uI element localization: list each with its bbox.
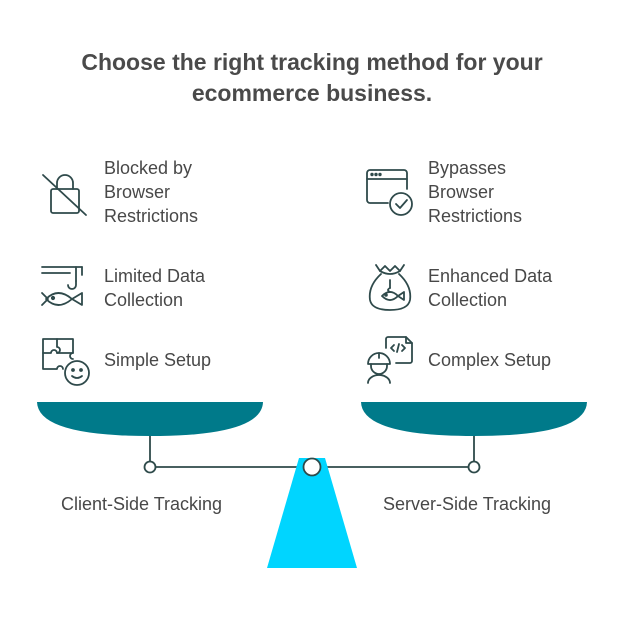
right-pan xyxy=(361,402,587,436)
fulcrum xyxy=(267,458,357,568)
page-title: Choose the right tracking method for you… xyxy=(0,47,624,109)
title-line-1: Choose the right tracking method for you… xyxy=(81,49,543,75)
server-side-tracking-label: Server-Side Tracking xyxy=(383,494,552,514)
browser-check-icon xyxy=(364,167,416,219)
item-line: Limited Data xyxy=(104,266,206,286)
left-joint xyxy=(143,460,157,474)
item-line: Browser xyxy=(104,182,171,202)
item-enhanced-data-collection: Enhanced Data Collection xyxy=(428,264,552,312)
developer-code-icon xyxy=(364,334,416,386)
item-line: Browser xyxy=(428,182,495,202)
item-line: Restrictions xyxy=(428,206,523,226)
item-blocked-by-browser-restrictions: Blocked by Browser Restrictions xyxy=(104,156,198,228)
title-line-2: ecommerce business. xyxy=(191,80,433,106)
item-line: Collection xyxy=(104,290,184,310)
puzzle-smile-icon xyxy=(40,336,92,388)
item-line: Simple Setup xyxy=(104,350,212,370)
right-joint xyxy=(467,460,481,474)
item-simple-setup: Simple Setup xyxy=(104,348,211,372)
lock-slash-icon xyxy=(40,169,90,219)
item-complex-setup: Complex Setup xyxy=(428,348,551,372)
fishing-hook-fish-icon xyxy=(40,263,90,313)
sack-fish-icon xyxy=(364,262,416,314)
item-line: Restrictions xyxy=(104,206,199,226)
fulcrum-pivot xyxy=(302,457,322,477)
item-limited-data-collection: Limited Data Collection xyxy=(104,264,205,312)
item-line: Complex Setup xyxy=(428,350,552,370)
client-side-tracking-label: Client-Side Tracking xyxy=(61,494,223,514)
item-line: Bypasses xyxy=(428,158,507,178)
item-line: Blocked by xyxy=(104,158,193,178)
left-pan xyxy=(37,402,263,436)
item-line: Collection xyxy=(428,290,508,310)
item-line: Enhanced Data xyxy=(428,266,553,286)
item-bypasses-browser-restrictions: Bypasses Browser Restrictions xyxy=(428,156,522,228)
